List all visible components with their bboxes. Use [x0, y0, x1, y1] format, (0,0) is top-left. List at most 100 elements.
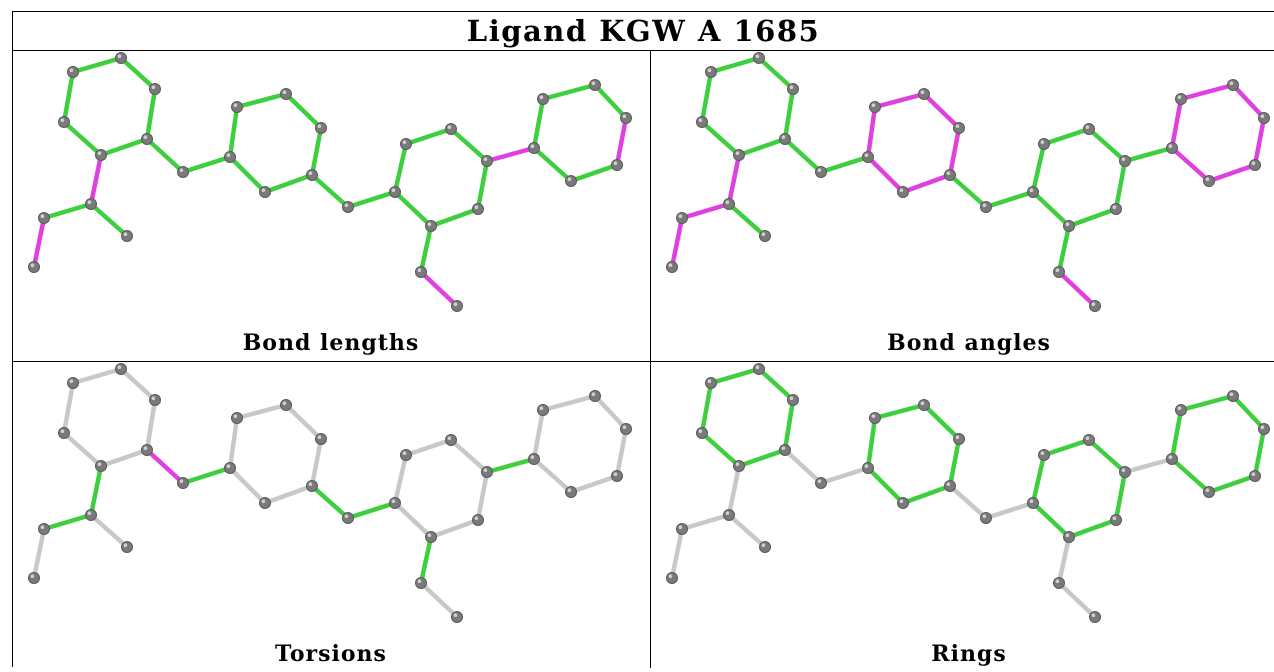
- molecule-diagram-bond-angles: [666, 52, 1270, 312]
- bond: [782, 136, 824, 175]
- atom: [67, 377, 79, 389]
- atom-highlight: [1055, 579, 1060, 583]
- atom: [759, 541, 771, 553]
- bond: [983, 189, 1036, 210]
- bond: [61, 430, 104, 469]
- atom: [753, 52, 765, 64]
- atom: [231, 101, 243, 113]
- atom-highlight: [317, 435, 322, 439]
- atom-highlight: [678, 525, 683, 529]
- bond: [1178, 82, 1236, 102]
- bond: [592, 393, 629, 432]
- bond: [921, 91, 962, 131]
- atom: [400, 449, 412, 461]
- atom-highlight: [1229, 392, 1234, 396]
- bond: [782, 397, 796, 453]
- atom: [1038, 449, 1050, 461]
- atom: [415, 577, 427, 589]
- molecule-diagram-rings: [666, 363, 1270, 623]
- atom-highlight: [761, 232, 766, 236]
- bond: [392, 141, 409, 195]
- bond: [736, 447, 788, 469]
- atom: [1166, 453, 1178, 465]
- bond: [403, 437, 454, 458]
- atom: [451, 611, 463, 623]
- bond: [1086, 126, 1128, 164]
- atom-highlight: [725, 200, 730, 204]
- atom-highlight: [1029, 499, 1034, 503]
- atom: [666, 261, 678, 273]
- bond: [947, 172, 989, 210]
- bond: [345, 500, 398, 521]
- atom-highlight: [69, 379, 74, 383]
- bond: [756, 366, 796, 403]
- panel-label: Rings: [931, 641, 1007, 667]
- bond: [144, 86, 158, 142]
- atom: [149, 83, 161, 95]
- bond: [227, 104, 240, 160]
- bond: [921, 402, 962, 442]
- atom-highlight: [622, 114, 627, 118]
- atom: [177, 477, 189, 489]
- atom-highlight: [1029, 188, 1034, 192]
- atom-highlight: [668, 574, 673, 578]
- bond: [947, 436, 962, 489]
- atom: [415, 266, 427, 278]
- atom: [705, 66, 717, 78]
- atom-highlight: [60, 118, 65, 122]
- atom-highlight: [69, 68, 74, 72]
- bond: [1169, 96, 1184, 151]
- atom: [58, 116, 70, 128]
- atom-highlight: [864, 464, 869, 468]
- atom-highlight: [1112, 205, 1117, 209]
- atom-highlight: [613, 161, 618, 165]
- atom-highlight: [40, 214, 45, 218]
- atom-highlight: [725, 511, 730, 515]
- bond: [699, 119, 742, 158]
- atom: [481, 466, 493, 478]
- atom-highlight: [1177, 406, 1182, 410]
- atom-highlight: [707, 68, 712, 72]
- atom-highlight: [955, 435, 960, 439]
- atom: [759, 230, 771, 242]
- atom: [315, 433, 327, 445]
- atom: [1083, 434, 1095, 446]
- atom-highlight: [698, 429, 703, 433]
- atom: [779, 444, 791, 456]
- atom: [1175, 93, 1187, 105]
- atom-highlight: [97, 462, 102, 466]
- atom-highlight: [87, 511, 92, 515]
- atom-highlight: [391, 499, 396, 503]
- atom: [445, 123, 457, 135]
- bond: [31, 526, 47, 581]
- atom: [115, 52, 127, 64]
- bond: [818, 465, 871, 486]
- bond: [1122, 456, 1175, 475]
- atom-highlight: [1205, 488, 1210, 492]
- atom-highlight: [97, 151, 102, 155]
- molecule-diagram-bond-lengths: [28, 52, 632, 312]
- panel-rings: Rings: [651, 362, 1274, 672]
- bond: [392, 500, 434, 540]
- atom: [537, 93, 549, 105]
- bond: [699, 380, 714, 436]
- atom: [779, 133, 791, 145]
- bond: [484, 456, 537, 475]
- bond: [61, 119, 104, 158]
- atom: [67, 66, 79, 78]
- bond: [900, 483, 953, 506]
- atom-highlight: [1085, 436, 1090, 440]
- atom: [58, 427, 70, 439]
- bond: [1169, 456, 1212, 495]
- bond: [1030, 452, 1047, 506]
- atom: [177, 166, 189, 178]
- bond: [1206, 162, 1258, 184]
- column-divider: [650, 50, 651, 668]
- bond: [41, 201, 94, 221]
- atom-highlight: [1121, 157, 1126, 161]
- atom-highlight: [117, 365, 122, 369]
- bond: [726, 201, 768, 239]
- molecule-diagram-torsions: [28, 363, 632, 623]
- atom: [121, 230, 133, 242]
- figure-frame: Ligand KGW A 1685 Bond lengths Bond angl…: [12, 11, 1274, 668]
